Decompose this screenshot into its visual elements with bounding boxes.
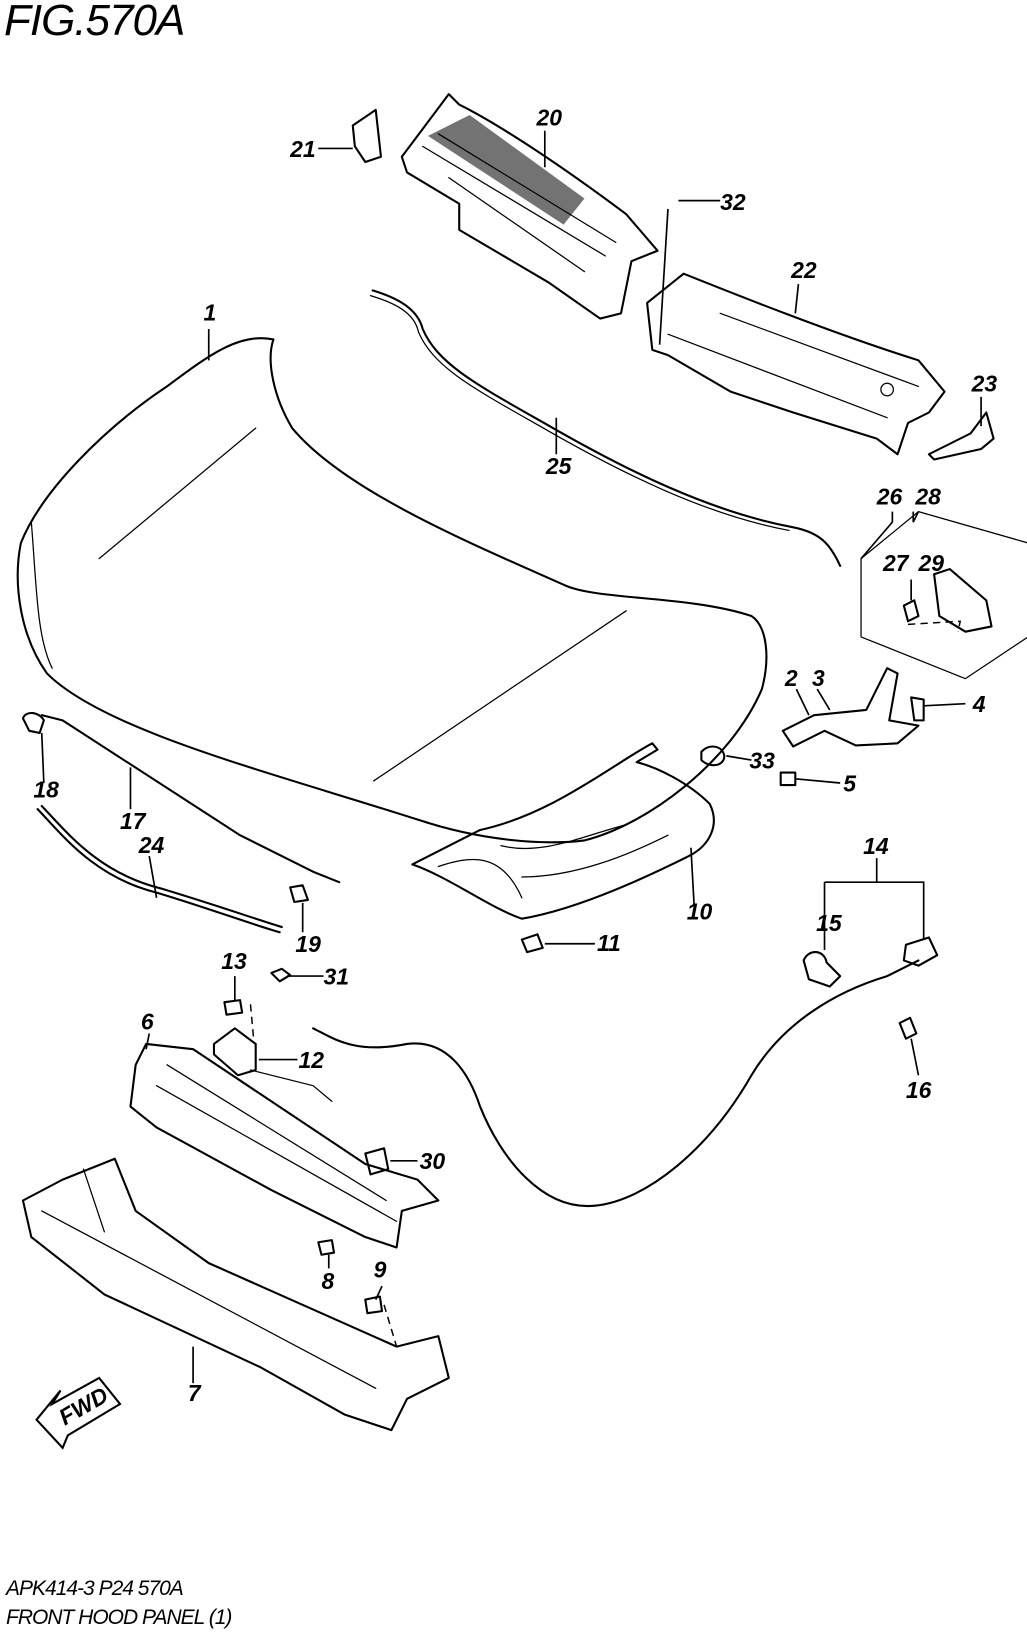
prop-rod-holder[interactable] xyxy=(21,712,45,734)
callout-15[interactable]: 15 xyxy=(816,910,843,936)
callout-18[interactable]: 18 xyxy=(33,777,59,803)
release-handle[interactable] xyxy=(902,936,939,967)
callout-22[interactable]: 22 xyxy=(790,257,817,283)
clip-screw[interactable] xyxy=(902,599,920,623)
callout-19[interactable]: 19 xyxy=(295,931,321,957)
cable-grommet[interactable] xyxy=(802,951,842,988)
hood-inner-panel[interactable] xyxy=(411,742,715,920)
callout-29[interactable]: 29 xyxy=(917,550,944,576)
cowl-side-cover[interactable] xyxy=(351,108,382,164)
hood-seal-rear[interactable] xyxy=(371,289,842,567)
cowl-top-grille xyxy=(427,115,585,225)
hood-seal-front[interactable] xyxy=(36,804,283,934)
inset-hexagon xyxy=(860,511,1027,680)
callout-21[interactable]: 21 xyxy=(289,136,316,162)
callout-2[interactable]: 2 xyxy=(784,665,798,691)
callout-33[interactable]: 33 xyxy=(749,747,775,773)
callout-6[interactable]: 6 xyxy=(141,1008,154,1034)
hood-latch[interactable] xyxy=(212,1027,257,1077)
hinge-bolt[interactable] xyxy=(910,696,925,722)
bolt[interactable] xyxy=(364,1295,384,1315)
callout-1[interactable]: 1 xyxy=(204,300,217,326)
callout-14[interactable]: 14 xyxy=(863,833,889,859)
hood-stopper[interactable] xyxy=(364,1147,390,1176)
figure-code: APK414-3 P24 570A xyxy=(6,1577,184,1600)
bolt[interactable] xyxy=(317,1239,336,1256)
seal-clip[interactable] xyxy=(933,568,993,633)
callout-7[interactable]: 7 xyxy=(188,1380,202,1406)
callout-31[interactable]: 31 xyxy=(324,963,350,989)
lock-bracket-member[interactable] xyxy=(129,1042,440,1249)
cable-clip[interactable] xyxy=(898,1016,918,1040)
clip[interactable] xyxy=(270,967,292,983)
callout-26[interactable]: 26 xyxy=(876,483,903,509)
callout-27[interactable]: 27 xyxy=(882,550,910,576)
callout-11[interactable]: 11 xyxy=(597,930,621,956)
callout-9[interactable]: 9 xyxy=(374,1257,387,1283)
fwd-arrow-icon: FWD xyxy=(35,1376,122,1450)
hood-hinge[interactable] xyxy=(781,667,920,748)
latch-bolt[interactable] xyxy=(223,999,244,1016)
callout-30[interactable]: 30 xyxy=(420,1148,446,1174)
cowl-top-panel[interactable] xyxy=(400,93,659,320)
prop-rod-grommet[interactable] xyxy=(289,884,309,904)
callout-20[interactable]: 20 xyxy=(535,104,562,130)
hood-panel[interactable] xyxy=(16,337,768,844)
callout-3[interactable]: 3 xyxy=(812,665,825,691)
callout-12[interactable]: 12 xyxy=(298,1047,324,1073)
callout-10[interactable]: 10 xyxy=(687,899,713,925)
callout-25[interactable]: 25 xyxy=(545,453,573,479)
callout-23[interactable]: 23 xyxy=(971,371,998,397)
callout-17[interactable]: 17 xyxy=(120,808,147,834)
callout-5[interactable]: 5 xyxy=(843,770,857,796)
callout-32[interactable]: 32 xyxy=(720,189,746,215)
callout-13[interactable]: 13 xyxy=(221,948,247,974)
callout-8[interactable]: 8 xyxy=(321,1268,334,1294)
callout-16[interactable]: 16 xyxy=(906,1077,932,1103)
hood-release-cable[interactable] xyxy=(312,959,920,1208)
figure-caption: FRONT HOOD PANEL (1) xyxy=(6,1606,232,1629)
cowl-end-bracket[interactable] xyxy=(927,411,995,461)
callout-28[interactable]: 28 xyxy=(914,483,941,509)
leader-lines xyxy=(40,130,982,1384)
inner-panel-clip[interactable] xyxy=(520,933,544,954)
hood-prop-rod[interactable] xyxy=(40,714,341,884)
callout-4[interactable]: 4 xyxy=(972,691,986,717)
hood-bumper[interactable] xyxy=(700,745,726,767)
cowl-lower-panel[interactable] xyxy=(646,272,946,456)
callout-24[interactable]: 24 xyxy=(138,832,165,858)
hinge-nut[interactable] xyxy=(779,771,797,787)
figure-title: FIG.570A xyxy=(4,0,185,45)
front-bumper-reinforcement[interactable] xyxy=(21,1157,450,1432)
